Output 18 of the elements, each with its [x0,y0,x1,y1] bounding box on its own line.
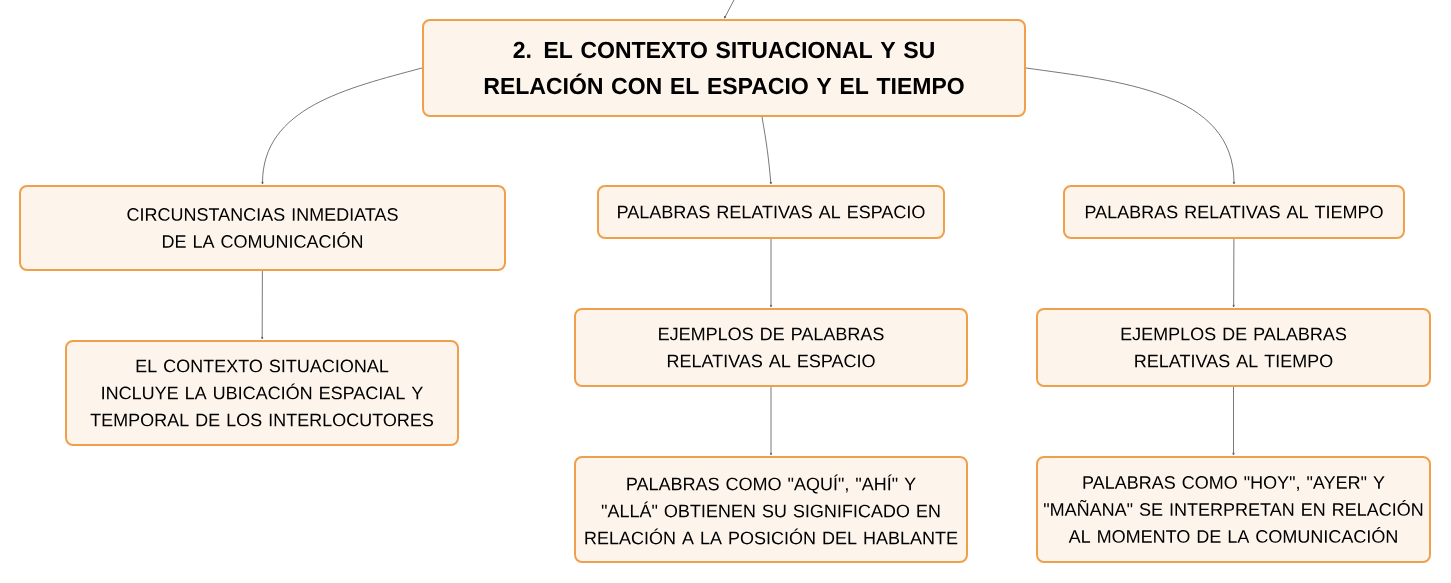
connector-arrow [724,0,736,19]
topic-box: PALABRAS RELATIVAS AL ESPACIO [597,185,945,239]
connector-arrow [1025,67,1236,185]
topic-box: CIRCUNSTANCIAS INMEDIATAS DE LA COMUNICACIÓN [19,185,506,271]
connector-arrow [769,238,773,308]
connector-arrow [261,270,264,340]
topic-box: PALABRAS COMO "AQUÍ", "AHÍ" Y "ALLÁ" OBTIENEN SU SIGNIFICADO EN RELACIÓN A LA POSICIÓN DEL HABLANTE [574,456,968,563]
topic-box: EJEMPLOS DE PALABRAS RELATIVAS AL TIEMPO [1036,308,1431,387]
connector-arrow [1232,386,1235,456]
connector-arrow [761,116,772,185]
title-box: 2. EL CONTEXTO SITUACIONAL Y SU RELACIÓN CON EL ESPACIO Y EL TIEMPO [422,19,1026,117]
connector-arrow [261,67,423,185]
topic-box: EJEMPLOS DE PALABRAS RELATIVAS AL ESPACIO [574,308,968,387]
topic-box: EL CONTEXTO SITUACIONAL INCLUYE LA UBICACIÓN ESPACIAL Y TEMPORAL DE LOS INTERLOCUTORES [65,340,459,446]
connector-arrow [1232,238,1235,308]
connector-arrow [769,386,773,456]
topic-box: PALABRAS COMO "HOY", "AYER" Y "MAÑANA" SE INTERPRETAN EN RELACIÓN AL MOMENTO DE LA COMUNICACIÓN [1036,456,1431,563]
topic-box: PALABRAS RELATIVAS AL TIEMPO [1063,185,1405,239]
